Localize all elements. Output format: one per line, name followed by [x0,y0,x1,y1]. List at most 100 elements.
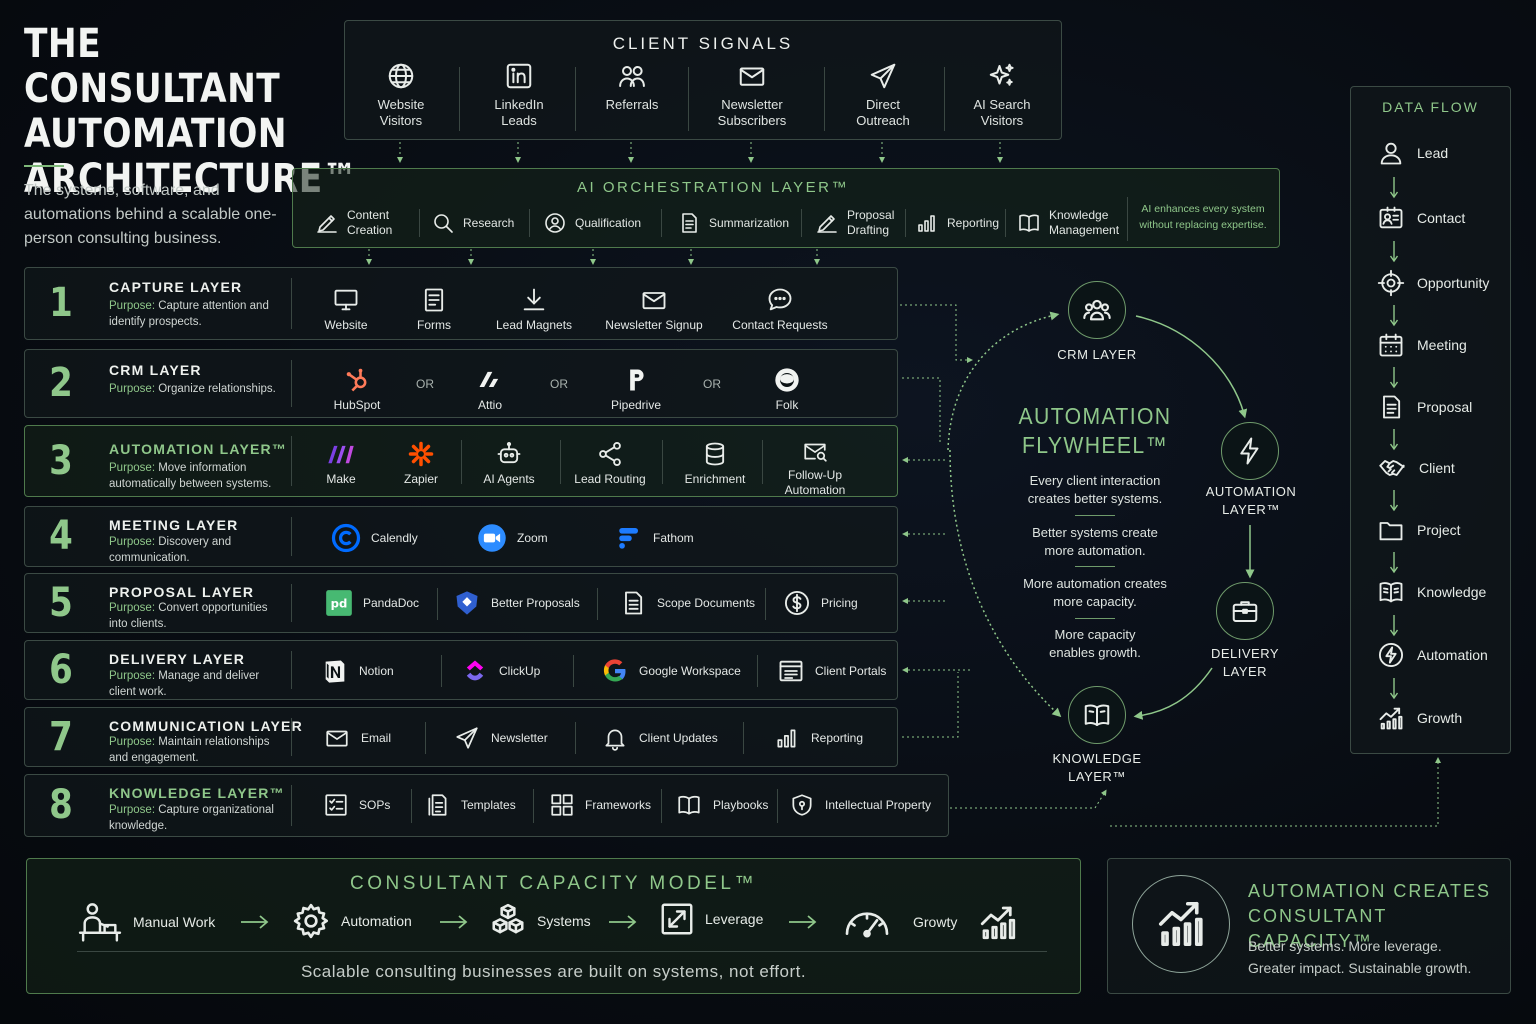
arrow-down-icon [1390,678,1398,700]
envelope-icon [739,67,765,86]
arrow-down-icon [1390,305,1398,327]
folk-icon [775,368,799,392]
envelope-search-icon [804,443,827,462]
arrow-right-icon [241,915,269,929]
tool-lead-routing: Lead Routing [565,440,655,487]
layer-purpose: Purpose: Discovery and communication. [109,536,232,564]
book-icon [1019,214,1039,232]
shield-logo-icon [456,591,478,615]
data-flow-item-knowledge: Knowledge [1377,578,1486,606]
arrow-down-icon [1390,429,1398,451]
layer-purpose: Purpose: Manage and deliver client work. [109,670,260,698]
layer-meeting: 4 MEETING LAYER Purpose: Discovery and c… [24,506,898,567]
data-flow-item-growth: Growth [1377,704,1462,732]
divider [1127,197,1128,241]
divider [661,209,662,237]
document-list-icon [625,591,643,615]
cubes-icon [492,903,524,934]
layer-capture: 1 CAPTURE LAYER Purpose: Capture attenti… [24,267,898,340]
divider [291,584,292,622]
tool-enrichment: Enrichment [673,440,757,487]
data-flow-panel: DATA FLOW Lead Contact Opportunity Meeti… [1350,86,1511,754]
briefcase-icon [1232,601,1258,622]
flywheel-node-crm [1068,281,1126,339]
capacity-model-panel: CONSULTANT CAPACITY MODEL™ Manual Work A… [26,858,1081,994]
layer-number: 2 [49,360,73,406]
orch-qualification: Qualification [543,207,641,239]
divider [1075,566,1115,567]
lightning-circle-icon [1378,642,1404,668]
robot-icon [497,441,521,464]
pen-icon [317,215,337,233]
divider [291,436,292,486]
tool-client-portals: Client Portals [777,657,886,685]
orch-research: Research [431,207,514,239]
orch-reporting: Reporting [915,207,999,239]
chat-bubble-icon [768,288,792,311]
layer-number: 4 [49,513,73,559]
magnifier-icon [434,214,453,233]
divider [437,588,438,620]
svg-text:pd: pd [331,597,348,611]
divider [419,209,420,237]
form-icon [424,288,444,312]
divider [461,440,462,484]
or-label: OR [416,377,434,391]
layer-name: KNOWLEDGE LAYER™ [109,785,285,801]
layer-knowledge: 8 KNOWLEDGE LAYER™ Purpose: Capture orga… [24,774,949,837]
people-icon [1083,299,1111,321]
arrow-right-icon [789,915,817,929]
growth-chart-icon [981,906,1016,940]
layer-communication: 7 COMMUNICATION LAYER Purpose: Maintain … [24,707,898,767]
divider [1075,618,1115,619]
layer-name: AUTOMATION LAYER™ [109,441,288,457]
data-flow-item-contact: Contact [1377,204,1465,232]
tool-pricing: Pricing [783,589,858,617]
tool-zoom: Zoom [477,523,548,553]
layer-automation: 3 AUTOMATION LAYER™ Purpose: Move inform… [24,425,898,497]
layer-name: DELIVERY LAYER [109,651,246,667]
divider [425,722,426,754]
divider [944,67,945,131]
layer-purpose: Purpose: Capture attention and identify … [109,300,269,328]
handshake-icon [1379,460,1405,476]
data-flow-item-lead: Lead [1377,139,1448,167]
tool-newsletter: Newsletter [453,725,548,751]
subtitle: The systems, software, and automations b… [24,182,277,247]
gear-icon [293,903,328,939]
client-signals-title: CLIENT SIGNALS [612,34,794,53]
or-label: OR [703,377,721,391]
layer-name: PROPOSAL LAYER [109,584,255,600]
zapier-icon [408,441,434,467]
tool-website: Website [307,286,385,333]
orch-note: AI enhances every system without replaci… [1139,203,1267,231]
layer-delivery: 6 DELIVERY LAYER Purpose: Manage and del… [24,640,898,700]
tool-pandadoc: pd PandaDoc [325,589,419,617]
divider [661,789,662,823]
google-icon [603,659,626,682]
portal-icon [779,660,803,682]
layer-name: COMMUNICATION LAYER [109,718,303,734]
divider [1005,209,1006,237]
data-flow-item-proposal: Proposal [1377,393,1472,421]
checklist-icon [325,794,347,816]
arrow-down-icon [1390,490,1398,512]
database-icon [705,442,725,466]
capacity-model-title: CONSULTANT CAPACITY MODEL™ [349,873,757,894]
layer-purpose: Purpose: Maintain relationships and enga… [109,736,270,764]
arrow-down-icon [1390,177,1398,199]
capacity-step-automation: Automation [291,901,412,941]
grid-icon [551,794,573,816]
envelope-icon [326,730,348,747]
